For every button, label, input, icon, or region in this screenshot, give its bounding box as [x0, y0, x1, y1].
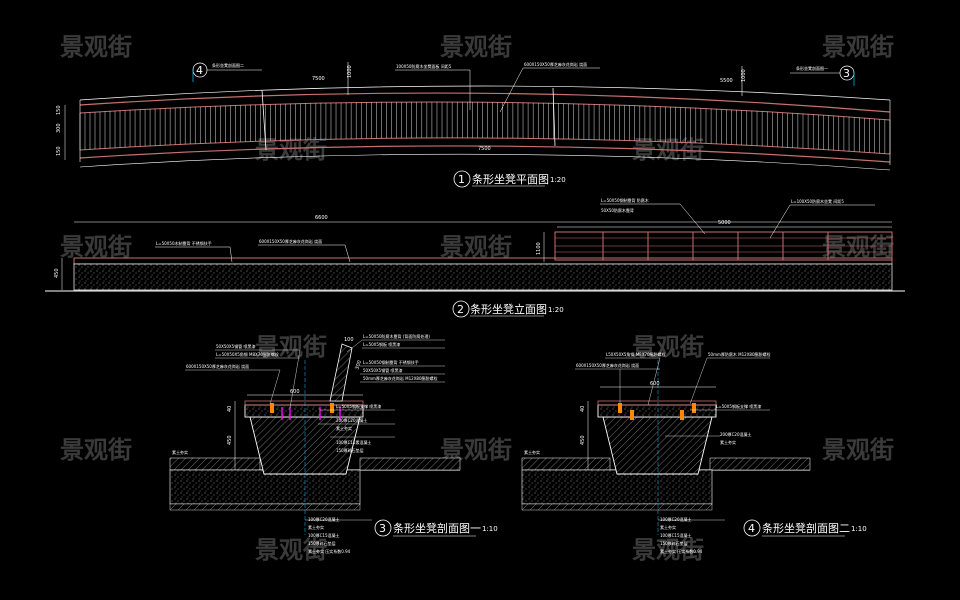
plan-dim-vert: 1000	[741, 69, 747, 82]
watermark: 景观街	[822, 436, 894, 464]
sec1-note-right: L=50X50钢制靠背 不锈钢扶手	[363, 359, 419, 365]
sec1-note-right: 50X50X5钢管 喷黑漆	[363, 367, 402, 373]
plan-callout-left-note: 条形坐凳剖面图二	[212, 62, 244, 68]
view-num: 2	[457, 303, 464, 316]
sec2-dim: 600	[650, 381, 660, 387]
watermark: 景观街	[440, 233, 512, 261]
plan-view: 7500 7500 5500 150 300 150 1000 1000 100…	[56, 61, 891, 188]
svg-text:1100: 1100	[536, 242, 542, 255]
sec1-note-mid: 150厚碎石垫层	[336, 447, 364, 453]
watermark: 景观街	[440, 33, 512, 61]
sec1-note-bottom: 150厚碎石垫层	[308, 540, 336, 546]
watermark: 景观街	[632, 333, 704, 361]
view-num: 3	[379, 522, 386, 535]
plan-callout-right-note: 条形坐凳剖面图一	[796, 65, 828, 71]
svg-text:素土夯实: 素土夯实	[524, 449, 540, 455]
sec1-dim: 600	[290, 389, 300, 395]
watermark: 景观街	[255, 333, 327, 361]
section2-view: 450 40 600 L50X50X5角钢 M8X70膨胀螺栓 600X150X…	[521, 351, 867, 554]
elev-note-right-c: L=100X50防腐木坐凳 间距5	[791, 198, 844, 204]
sec1-note-left: L=50X50X5角钢 M8X70膨胀螺栓	[216, 351, 279, 357]
view-title: 条形坐凳剖面图二	[762, 521, 850, 535]
view-title: 条形坐凳剖面图一	[393, 521, 481, 535]
sec2-dim: 40	[580, 406, 586, 412]
sec2-note-top: 600X150X50厚芝麻灰花岗岩 烧面	[576, 362, 639, 368]
view-num: 4	[748, 522, 755, 535]
elev-note-left: L=50X50木制靠背 不锈钢扶手	[156, 240, 212, 246]
sec2-note-bottom: 素土夯实 压实系数0.94	[660, 548, 703, 554]
plan-note-center: 100X50防腐木坐凳面板 间距5	[396, 63, 452, 69]
plan-callout-left-num: 4	[196, 64, 203, 77]
sec1-note-bottom: 素土夯实	[308, 524, 324, 530]
watermark: 景观街	[60, 436, 132, 464]
sec2-note-mid: L=50X5钢板支撑 喷黑漆	[716, 403, 761, 409]
svg-text:素土夯实: 素土夯实	[172, 449, 188, 455]
watermark: 景观街	[60, 233, 132, 261]
plan-callout-right-num: 3	[843, 67, 850, 80]
view-scale: 1:20	[548, 306, 564, 314]
view-title: 条形坐凳平面图	[472, 172, 549, 186]
watermark: 景观街	[255, 536, 327, 564]
svg-text:450: 450	[54, 268, 60, 278]
view-scale: 1:20	[550, 176, 566, 184]
watermark: 景观街	[60, 33, 132, 61]
sec1-note-mid: 100厚C15素混凝土	[336, 439, 372, 445]
sec1-dim: 300	[354, 360, 363, 371]
view-scale: 1:10	[851, 525, 867, 533]
sec2-note-mid: 素土夯实	[720, 439, 736, 445]
sec1-note-bottom: 素土夯实 压实系数0.94	[308, 548, 351, 554]
sec2-note-top: L50X50X5角钢 M8X70膨胀螺栓	[606, 351, 666, 357]
sec2-note-mid: 200厚C20混凝土	[720, 431, 752, 437]
sec1-dim: 40	[227, 406, 233, 412]
sec1-note-left: 50X50X5钢管 喷黑漆	[216, 343, 255, 349]
sec1-note-right: 50mm厚芝麻灰花岗岩 M12X80膨胀螺栓	[363, 375, 438, 381]
sec1-note-mid: 200厚C20混凝土	[336, 417, 368, 423]
plan-dim-left: 150	[56, 146, 62, 156]
watermark: 景观街	[822, 233, 894, 261]
elev-note-right-a: L=50X50钢制靠背 防腐木	[601, 197, 649, 203]
plan-note-right: 600X150X50厚芝麻灰花岗岩 烧面	[524, 61, 587, 67]
sec1-dim: 450	[227, 435, 233, 445]
bench-slats	[79, 102, 891, 154]
plan-dim-vert: 1000	[347, 65, 353, 78]
view-scale: 1:10	[482, 525, 498, 533]
sec2-note-bottom: 素土夯实	[660, 524, 676, 530]
sec1-note-right: L=50X5钢板 喷黑漆	[363, 341, 400, 347]
sec2-note-bottom: 150厚碎石垫层	[660, 540, 688, 546]
plan-dim-top-left: 7500	[312, 76, 325, 82]
watermark: 景观街	[632, 536, 704, 564]
elev-note-right-b: 50X50防腐木靠背	[601, 207, 634, 213]
sec1-dim: 100	[344, 337, 354, 343]
sec1-note-bottom: 100厚C15混凝土	[308, 532, 340, 538]
sec1-note-right: L=50X50防腐木靠背 (背面防腐处理)	[363, 333, 430, 339]
sec1-note-bottom: 100厚C20混凝土	[308, 516, 340, 522]
plan-dim-left: 300	[56, 123, 62, 133]
plan-dim-bottom: 7500	[478, 146, 491, 152]
elev-dim-right: 5000	[718, 220, 731, 226]
sec2-note-top: 50mm厚防腐木 M12X80膨胀螺栓	[708, 351, 771, 357]
sec2-note-bottom: 100厚C20混凝土	[660, 516, 692, 522]
view-title: 条形坐凳立面图	[470, 302, 547, 316]
elev-dim-total: 6600	[315, 215, 328, 221]
sec1-note-mid: 素土夯实	[336, 425, 352, 431]
elevation-view: 6600 5000 450 1100 L=50X50木制靠背 不锈钢扶手 600…	[45, 197, 905, 318]
plan-dim-left: 150	[56, 105, 62, 115]
sec1-note-mid: L=50X5钢板支撑 喷黑漆	[336, 403, 381, 409]
sec2-note-bottom: 100厚C15混凝土	[660, 532, 692, 538]
sec2-dim: 450	[580, 435, 586, 445]
sec1-note-left: 600X150X50厚芝麻灰花岗岩 烧面	[186, 363, 249, 369]
elev-note-mid: 600X150X50厚芝麻灰花岗岩 烧面	[259, 238, 322, 244]
view-num: 1	[458, 173, 465, 186]
section1-view: 450 40 600 100 300 50X50X5钢管 喷黑漆 L=50X50…	[169, 333, 498, 554]
plan-dim-top-right: 5500	[720, 78, 733, 84]
watermark: 景观街	[822, 33, 894, 61]
